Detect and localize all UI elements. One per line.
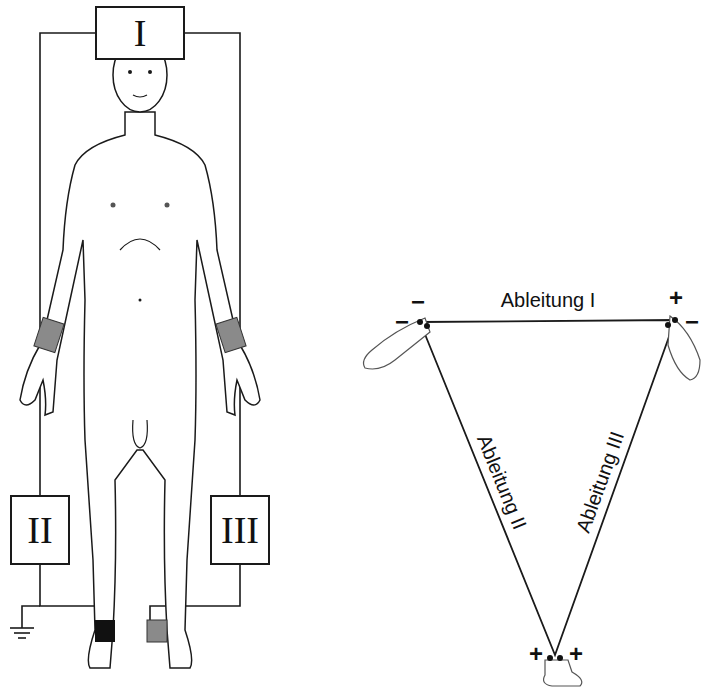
einthoven-triangle: [364, 316, 700, 686]
polarity-sign: +: [529, 641, 543, 667]
polarity-sign: −: [685, 309, 699, 335]
lead-box: I: [95, 6, 185, 60]
wire: [22, 606, 40, 628]
lead-number: II: [27, 511, 52, 549]
lead-box: II: [10, 495, 70, 565]
lead-number: I: [134, 14, 147, 52]
lead-number: III: [221, 511, 259, 549]
body-figure: [20, 38, 260, 668]
lead-label: Ableitung III: [572, 429, 628, 536]
lead-label: Ableitung I: [501, 289, 596, 311]
ground-symbol: [10, 628, 34, 638]
polarity-sign: −: [395, 309, 409, 335]
lead-box: III: [210, 495, 270, 565]
polarity-sign: +: [669, 285, 683, 311]
polarity-sign: +: [569, 641, 583, 667]
lead-label: Ableitung II: [473, 431, 531, 532]
polarity-sign: −: [411, 289, 425, 315]
wire: [150, 565, 240, 622]
